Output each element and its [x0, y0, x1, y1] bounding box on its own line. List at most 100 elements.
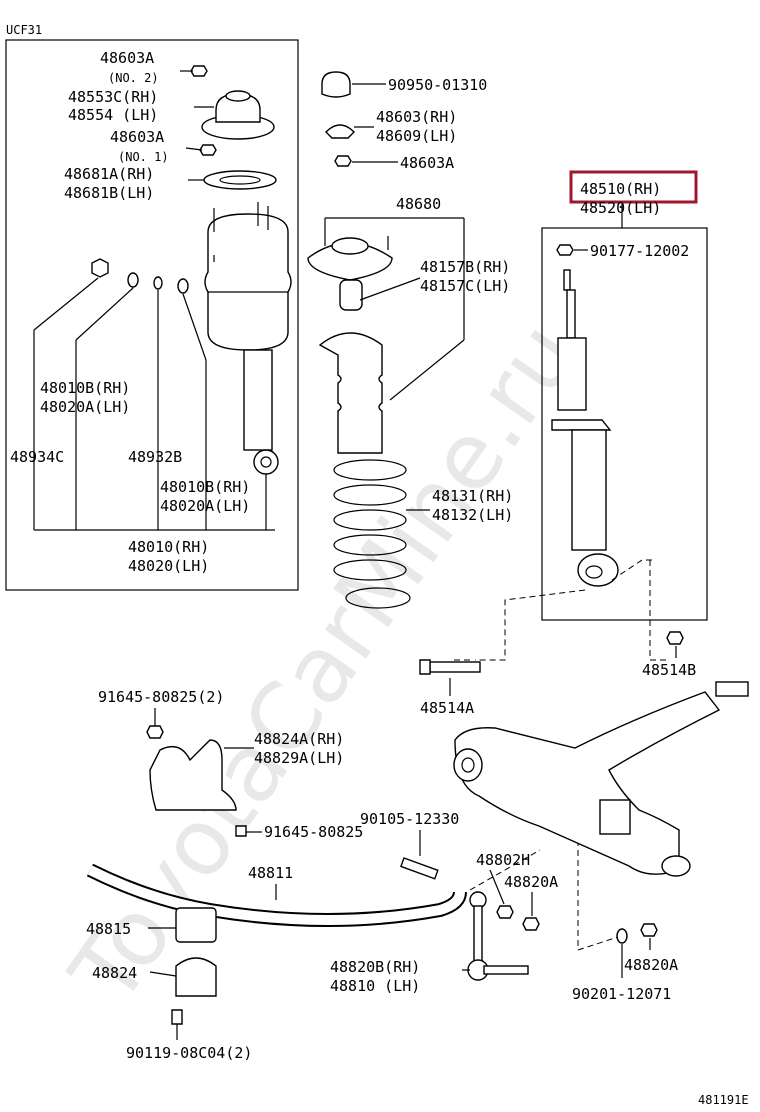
- arm-bush-front-hole: [461, 757, 475, 773]
- o-ring-48010b: [127, 272, 139, 288]
- shock-eye: [577, 553, 619, 587]
- label-no2: (NO. 2): [108, 71, 159, 85]
- nut-48603a-no1: [199, 144, 217, 156]
- label-48680: 48680: [396, 195, 441, 213]
- arm-stud: [715, 681, 749, 697]
- label-48932b: 48932B: [128, 448, 182, 466]
- label-48820a-1: 48820A: [504, 873, 558, 891]
- coil-spring-48131: [333, 459, 411, 609]
- label-48131: 48131(RH): [432, 487, 513, 505]
- lower-arm-48068: [453, 681, 749, 877]
- air-spring-assembly: [91, 65, 292, 475]
- label-48132: 48132(LH): [432, 506, 513, 524]
- rod-top: [563, 269, 571, 291]
- air-shock-eye: [253, 449, 279, 475]
- label-48010: 48010(RH): [128, 538, 209, 556]
- label-48010b-a: 48010B(RH): [40, 379, 130, 397]
- label-48603-rh: 48603(RH): [376, 108, 457, 126]
- shock-absorber-48510: [551, 244, 619, 587]
- label-48811: 48811: [248, 864, 293, 882]
- label-48510: 48510(RH): [580, 180, 661, 198]
- bolt-48514a: [429, 661, 481, 673]
- nut-48514b: [666, 631, 684, 645]
- bushing-48603: [325, 124, 355, 139]
- model-code: UCF31: [6, 23, 42, 37]
- label-48820a-2: 48820A: [624, 956, 678, 974]
- o-ring-48932b: [153, 276, 163, 290]
- bracket-48824: [175, 957, 217, 997]
- bolt-48514a-head: [419, 659, 431, 675]
- nut-48820a-2: [640, 923, 658, 937]
- air-shock-eye-bush: [260, 456, 272, 468]
- nut-90177-12002: [556, 244, 574, 256]
- label-48157c: 48157C(LH): [420, 277, 510, 295]
- label-48810: 48810 (LH): [330, 977, 420, 995]
- support-center: [331, 237, 369, 255]
- label-90105-12330: 90105-12330: [360, 810, 459, 828]
- label-48157b: 48157B(RH): [420, 258, 510, 276]
- label-48934c: 48934C: [10, 448, 64, 466]
- dashed-leaders: [450, 559, 670, 951]
- label-48603a-top: 48603A: [100, 49, 154, 67]
- shock-eye-bush: [585, 565, 603, 579]
- label-48815: 48815: [86, 920, 131, 938]
- piston-rod: [566, 289, 576, 339]
- washer-90201-12071: [616, 928, 628, 944]
- spring-seat: [551, 419, 612, 431]
- arm-bush-front: [453, 748, 483, 782]
- shock-upper-body: [557, 337, 587, 411]
- connector-48934c: [91, 258, 109, 278]
- label-90950-01310: 90950-01310: [388, 76, 487, 94]
- bracket-48824a: [149, 739, 237, 811]
- label-48020a-a: 48020A(LH): [40, 398, 130, 416]
- nut-48820a-1: [522, 917, 540, 931]
- label-48514a: 48514A: [420, 699, 474, 717]
- plate-hole: [219, 175, 261, 185]
- bolt-91645-80825-2: [146, 725, 164, 739]
- leaders-lower: [148, 646, 677, 1040]
- nut-48603a-center: [334, 155, 352, 167]
- washer-48802h: [496, 905, 514, 919]
- label-48681a: 48681A(RH): [64, 165, 154, 183]
- shock-lower-body: [571, 429, 607, 551]
- air-spring-body: [204, 213, 292, 351]
- stabilizer-bar-48811: [86, 863, 467, 927]
- bushing-48815: [175, 907, 217, 943]
- bolt-90105-12330: [400, 857, 439, 880]
- label-48020: 48020(LH): [128, 557, 209, 575]
- label-48553c: 48553C(RH): [68, 88, 158, 106]
- label-90201-12071: 90201-12071: [572, 985, 671, 1003]
- label-48820b: 48820B(RH): [330, 958, 420, 976]
- highlight-box-48510: [569, 170, 698, 204]
- bound-stopper-48157b: [339, 279, 363, 311]
- label-91645-80825: 91645-80825: [264, 823, 363, 841]
- label-90119-08c04: 90119-08C04(2): [126, 1044, 252, 1062]
- label-48603a-mid: 48603A: [110, 128, 164, 146]
- arm-bracket: [599, 799, 631, 835]
- label-48514b: 48514B: [642, 661, 696, 679]
- boot-48131: [318, 332, 383, 454]
- label-no1: (NO. 1): [118, 150, 169, 164]
- label-91645-80825-2: 91645-80825(2): [98, 688, 224, 706]
- label-48802h: 48802H: [476, 851, 530, 869]
- bolt-90119-08c04: [171, 1009, 183, 1025]
- air-shock-tube: [243, 349, 273, 451]
- label-48520: 48520(LH): [580, 199, 661, 217]
- bolt-91645-80825: [235, 825, 247, 837]
- label-48020a-b: 48020A(LH): [160, 497, 250, 515]
- label-48824a: 48824A(RH): [254, 730, 344, 748]
- label-48609-lh: 48609(LH): [376, 127, 457, 145]
- o-ring-48010b-2: [177, 278, 189, 294]
- air-suspension-group-frame: [5, 39, 299, 591]
- label-48010b-b: 48010B(RH): [160, 478, 250, 496]
- center-mount-group: [307, 71, 411, 609]
- label-48554: 48554 (LH): [68, 106, 158, 124]
- bolts-group: [146, 631, 684, 1025]
- leaders-left: [33, 70, 275, 531]
- shock-absorber-group-frame: [541, 227, 708, 621]
- label-48681b: 48681B(LH): [64, 184, 154, 202]
- nut-48603a-no2: [190, 65, 208, 77]
- lower-arm-body: [454, 691, 721, 875]
- label-48829a: 48829A(LH): [254, 749, 344, 767]
- arm-rear-bush: [661, 855, 691, 877]
